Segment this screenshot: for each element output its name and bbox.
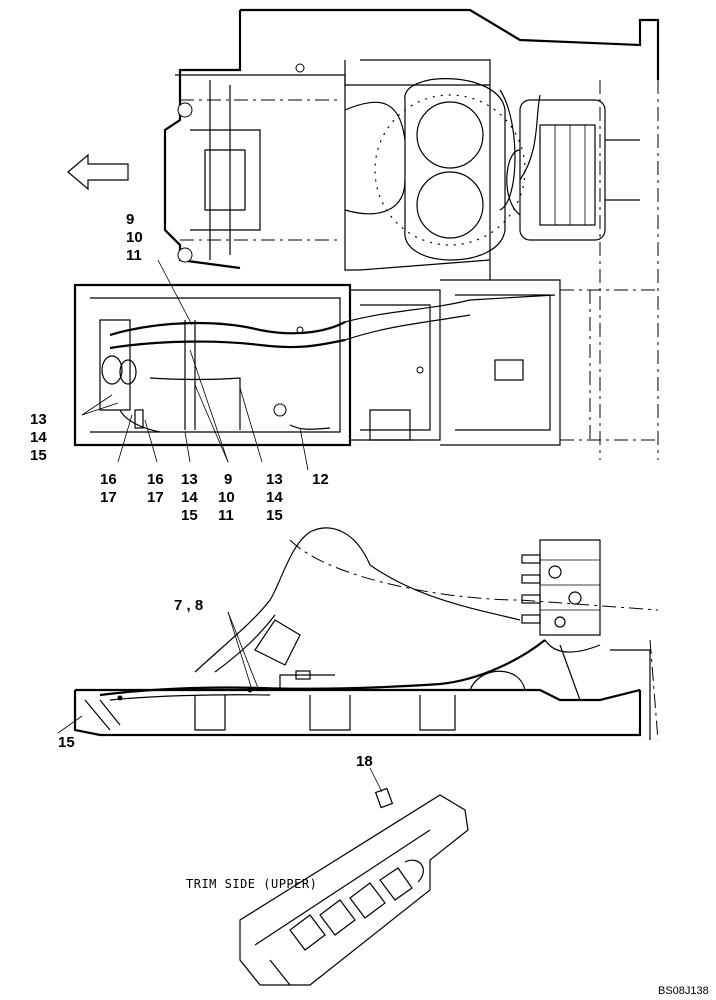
front-direction-arrow bbox=[67, 153, 129, 191]
callout-number: 9 bbox=[224, 471, 232, 488]
callout-15: 15 bbox=[58, 734, 75, 751]
callout-7-8: 7 , 8 bbox=[174, 597, 203, 614]
callout-number: 13 bbox=[30, 411, 47, 428]
control-valve-top bbox=[506, 99, 640, 241]
callout-number: 13 bbox=[266, 471, 283, 488]
callout-13-14-15-right: 13 14 15 bbox=[266, 471, 283, 524]
callout-number: 14 bbox=[181, 489, 198, 506]
callout-9-10-11-bottom: 9 10 11 bbox=[218, 471, 235, 524]
control-valve-side bbox=[521, 539, 601, 636]
callout-number: 15 bbox=[181, 507, 198, 524]
swing-bearing bbox=[374, 78, 526, 261]
callout-number: 10 bbox=[218, 489, 235, 506]
callout-16-17-b: 16 17 bbox=[147, 471, 164, 506]
callout-number: 16 bbox=[100, 471, 117, 488]
callout-number: 9 bbox=[126, 211, 134, 228]
trim-side-upper-detail bbox=[239, 787, 469, 986]
callout-number: 14 bbox=[266, 489, 283, 506]
callout-18: 18 bbox=[356, 753, 373, 770]
main-frame-plan-view bbox=[73, 279, 658, 447]
view-caption: TRIM SIDE (UPPER) bbox=[186, 877, 317, 891]
callout-number: 13 bbox=[181, 471, 198, 488]
callout-13-14-15-left: 13 14 15 bbox=[30, 411, 47, 464]
callout-number: 17 bbox=[100, 489, 117, 506]
callout-number: 11 bbox=[218, 507, 234, 524]
leader-lines bbox=[57, 259, 383, 793]
upper-frame-top-view bbox=[163, 8, 660, 460]
upper-frame-side-view bbox=[73, 527, 659, 741]
callout-12: 12 bbox=[312, 471, 329, 488]
wiring-harness-side-view bbox=[99, 639, 601, 701]
callout-number: 16 bbox=[147, 471, 164, 488]
callout-number: 11 bbox=[126, 247, 142, 264]
drawing-reference-number: BS08J138 bbox=[658, 985, 709, 997]
callout-number: 17 bbox=[147, 489, 164, 506]
callout-number: 15 bbox=[30, 447, 47, 464]
callout-16-17-a: 16 17 bbox=[100, 471, 117, 506]
callout-number: 10 bbox=[126, 229, 143, 246]
callout-9-10-11-top: 9 10 11 bbox=[126, 211, 143, 264]
callout-13-14-15-mid: 13 14 15 bbox=[181, 471, 198, 524]
callout-number: 15 bbox=[266, 507, 283, 524]
callout-number: 14 bbox=[30, 429, 47, 446]
wiring-harness-top-view bbox=[101, 89, 556, 433]
